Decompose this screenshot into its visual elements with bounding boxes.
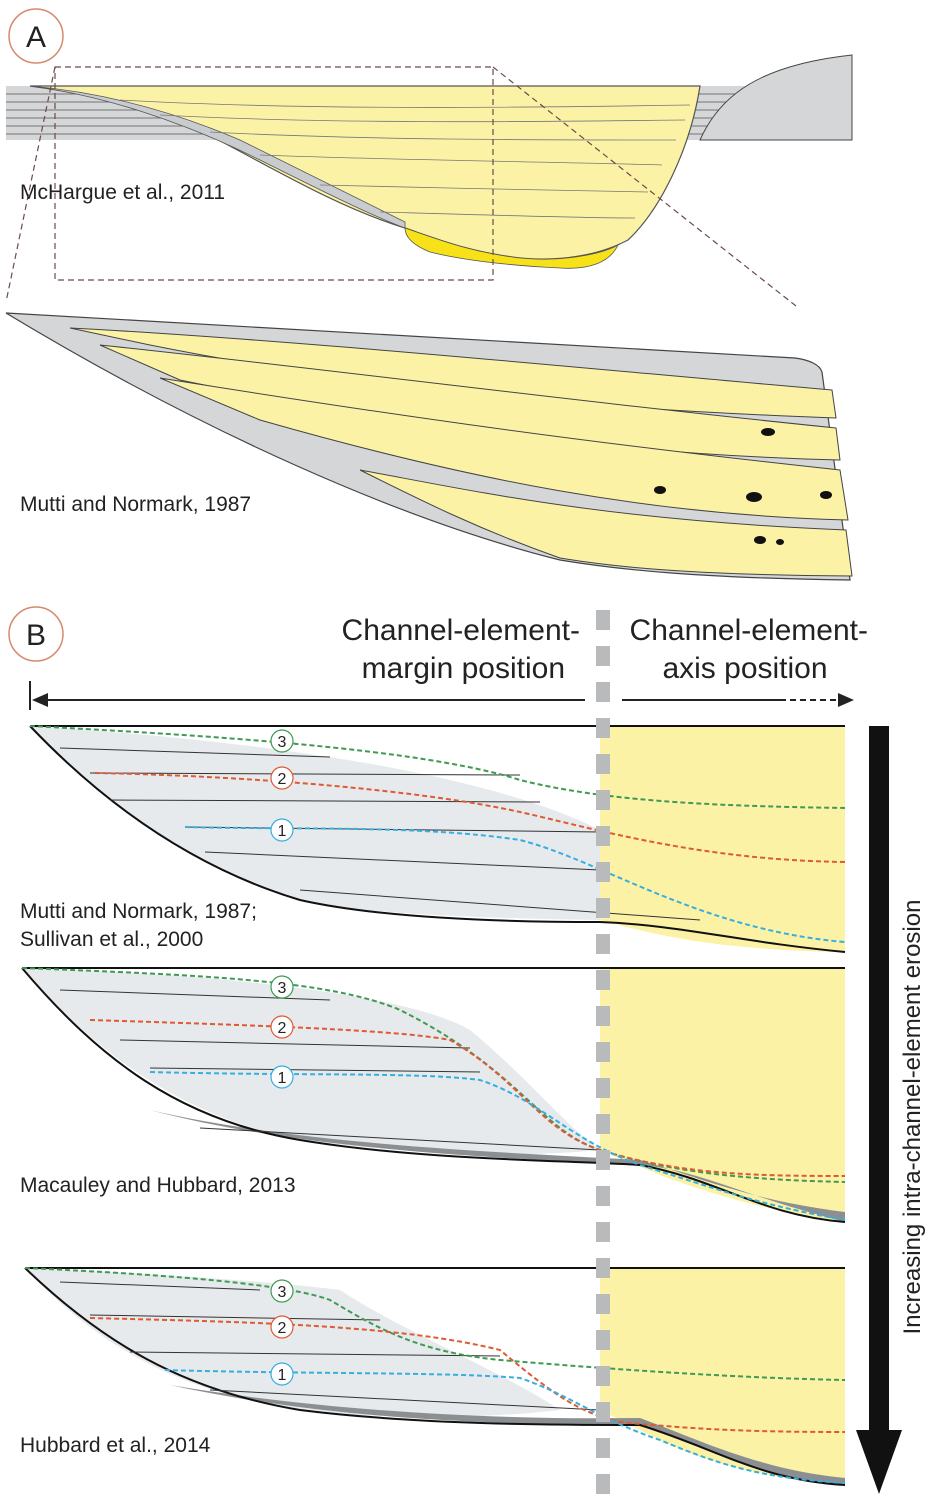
model-3-base	[24, 1267, 846, 1486]
model-3-marker-3-badge	[270, 1279, 294, 1303]
erosion-arrow	[856, 726, 902, 1494]
model-3-surface-3	[24, 1267, 846, 1381]
model-3-dark-base	[170, 1385, 845, 1485]
model-3-citation-line1: Hubbard et al., 2014	[20, 1434, 211, 1457]
model-1-marker-3: 3	[278, 734, 287, 751]
model-2-base	[21, 967, 846, 1223]
model-1-marker-1-badge	[270, 818, 294, 842]
panel-b-letter-badge	[8, 606, 64, 662]
model-1-margin	[30, 726, 600, 920]
panel-b: B Channel-element- margin position Chann…	[8, 606, 926, 1494]
model-2-marker-3-badge	[270, 975, 294, 999]
model-2-surface-3	[21, 967, 846, 1183]
model-3-surface-1	[164, 1369, 846, 1484]
model-3: 3 2 1 Hubbard et al., 2014	[20, 1267, 846, 1486]
model-3-marker-1: 1	[278, 1367, 287, 1384]
panel-a-letter: A	[26, 21, 46, 54]
channel-margin-mud	[29, 85, 406, 229]
model-1-marker-1: 1	[278, 823, 287, 840]
model-1-marker-2: 2	[278, 771, 287, 788]
model-3-marker-2: 2	[278, 1320, 287, 1337]
model-1-marker-2-badge	[270, 766, 294, 790]
margin-position-label-line1: Channel-element-	[342, 614, 580, 647]
model-3-strata	[59, 1281, 601, 1411]
model-2-margin	[22, 968, 600, 1155]
panel-b-letter: B	[26, 619, 46, 652]
model-3-marker-3: 3	[278, 1284, 287, 1301]
model-2-dark-base	[150, 1110, 845, 1222]
model-1-citation-line2: Sullivan et al., 2000	[20, 928, 203, 951]
wedge-sand-lobes	[69, 327, 853, 577]
model-1-strata	[59, 747, 701, 921]
wedge-clasts	[654, 428, 832, 545]
model-2-marker-2-badge	[270, 1015, 294, 1039]
panel-a: A McHargue et al., 2011 Mutti and Normar…	[5, 8, 853, 581]
model-2-surface-1	[149, 1071, 846, 1221]
model-1-surface-2	[94, 772, 846, 863]
model-2-marker-3: 3	[278, 980, 287, 997]
margin-position-label-line2: margin position	[362, 652, 565, 685]
model-2-citation-line1: Macauley and Hubbard, 2013	[20, 1174, 296, 1197]
channel-right-bank	[699, 54, 853, 141]
model-1-surface-3	[29, 725, 846, 809]
erosion-label: Increasing intra-channel-element erosion	[899, 900, 926, 1335]
model-2: 3 2 1 Macauley and Hubbard, 2013	[20, 967, 846, 1223]
model-1-marker-3-badge	[270, 729, 294, 753]
axis-position-label-line2: axis position	[662, 652, 827, 685]
model-1-base	[29, 725, 846, 953]
margin-direction-arrow	[29, 681, 585, 710]
model-3-sand	[25, 1268, 845, 1485]
axis-direction-arrow	[622, 693, 854, 707]
panel-a-letter-badge	[8, 8, 64, 64]
model-3-surface-2	[89, 1317, 846, 1433]
panel-a-citation-bottom: Mutti and Normark, 1987	[20, 493, 251, 516]
zoom-connector-right	[492, 66, 797, 307]
model-2-sand	[22, 968, 845, 1222]
zoom-connector-left	[5, 66, 56, 303]
model-1-sand	[30, 726, 845, 952]
model-1: 3 2 1 Mutti and Normark, 1987; Sullivan …	[20, 725, 846, 953]
model-2-marker-2: 2	[278, 1020, 287, 1037]
axis-position-label-line1: Channel-element-	[630, 614, 868, 647]
model-2-strata	[59, 989, 601, 1151]
model-2-marker-1-badge	[270, 1065, 294, 1089]
channel-axis-sand	[404, 227, 619, 269]
model-1-citation-line1: Mutti and Normark, 1987;	[20, 900, 257, 923]
model-3-margin	[25, 1268, 560, 1417]
model-3-marker-2-badge	[270, 1315, 294, 1339]
model-2-marker-1: 1	[278, 1070, 287, 1087]
channel-fill-lines	[119, 99, 691, 219]
model-3-marker-1-badge	[270, 1362, 294, 1386]
zoom-box	[54, 66, 494, 281]
panel-a-citation-top: McHargue et al., 2011	[20, 181, 225, 204]
